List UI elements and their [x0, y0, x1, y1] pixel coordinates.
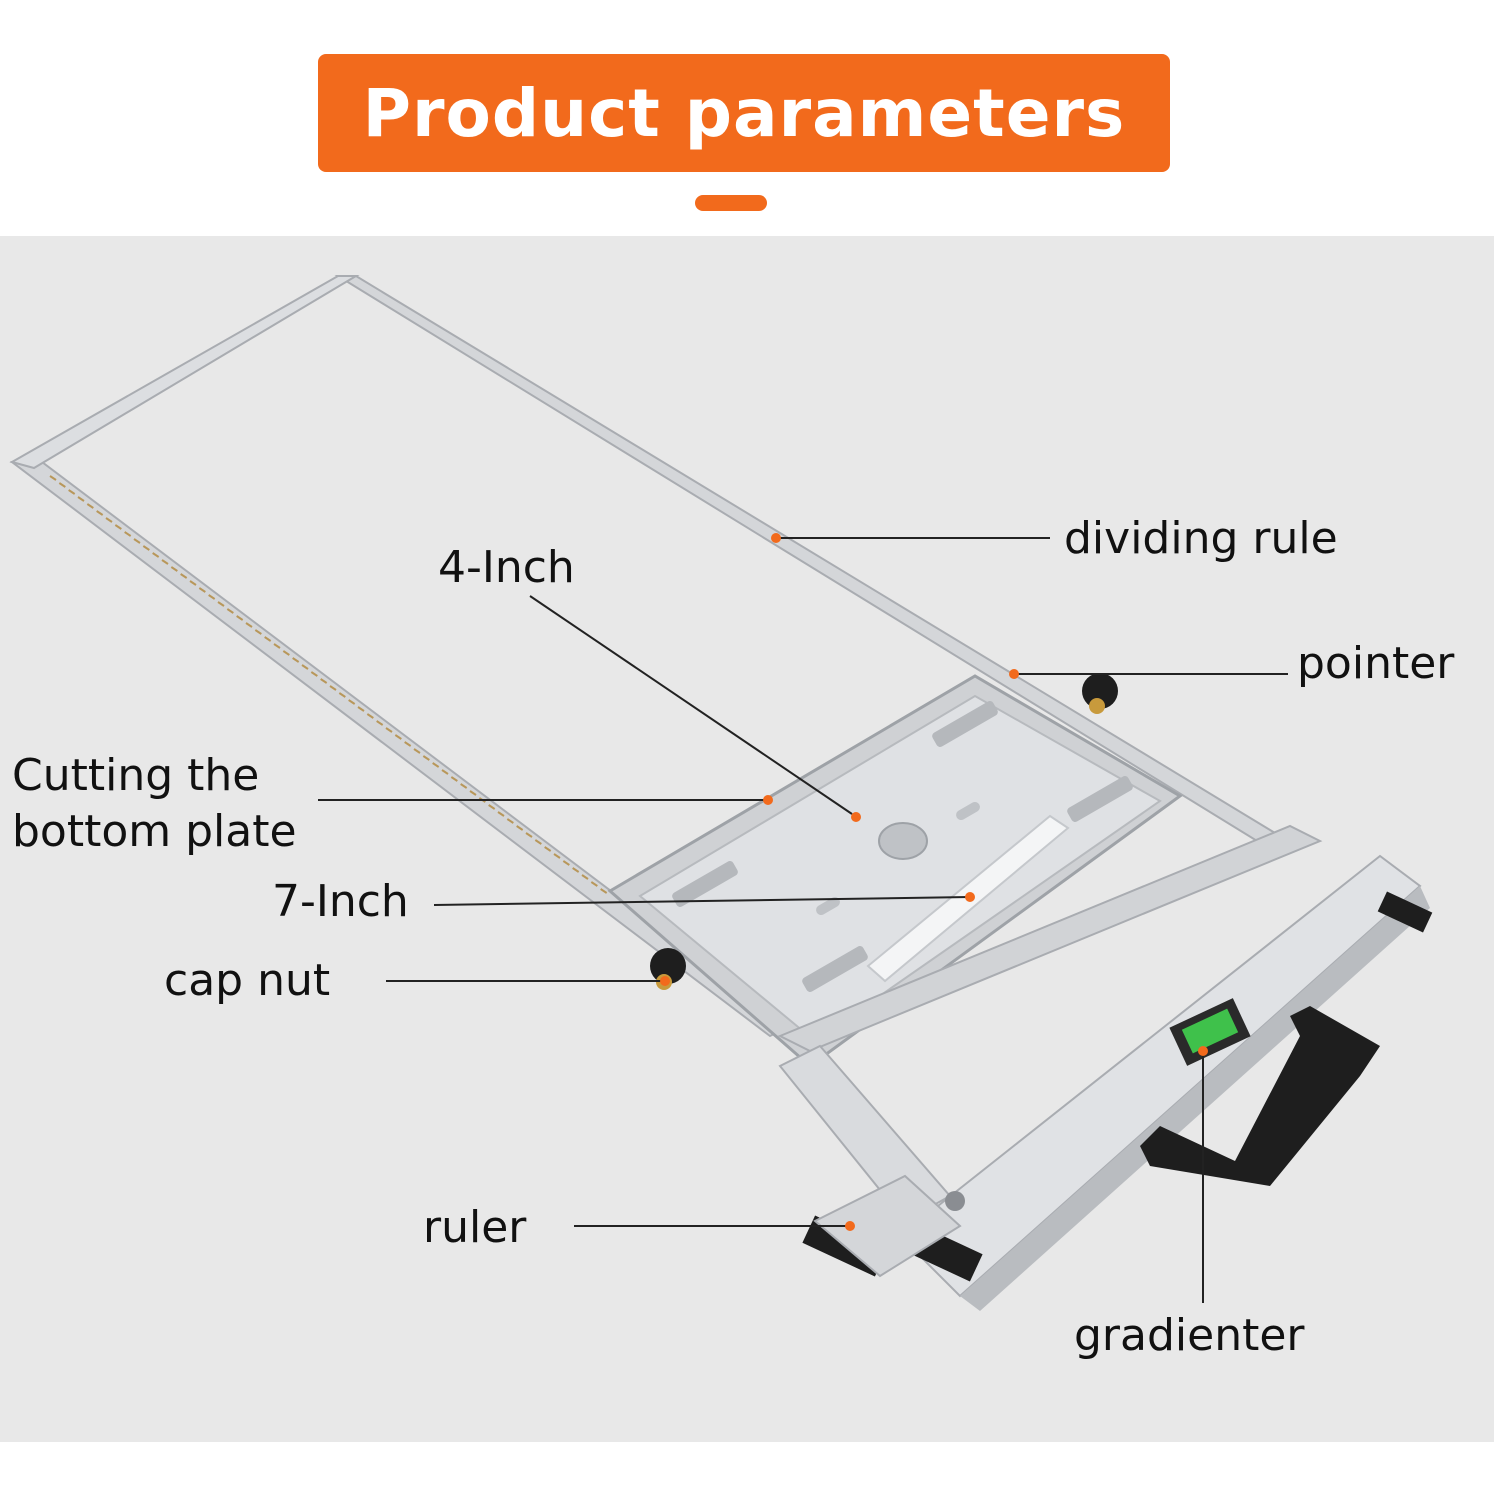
scale-tick: [320, 678, 328, 684]
dot-gradienter: [1198, 1046, 1208, 1056]
scale-tick: [282, 650, 290, 656]
scale-tick: [170, 566, 178, 572]
label-cap-nut: cap nut: [164, 955, 331, 1006]
title-underline-dash: [695, 195, 767, 211]
scale-tick: [562, 860, 570, 866]
scale-tick: [152, 552, 160, 558]
scale-tick: [96, 510, 104, 516]
scale-tick: [534, 839, 542, 845]
dividing-rule-frame: [9, 275, 1283, 1038]
ruler-bar: [778, 1044, 965, 1278]
scale-tick: [497, 811, 505, 817]
dot-seven-inch: [965, 892, 975, 902]
scale-tick: [77, 496, 85, 502]
scale-tick: [114, 524, 122, 530]
scale-tick: [600, 888, 608, 894]
product-diagram-stage: dividing rule 4-Inch pointer Cutting the…: [0, 236, 1494, 1442]
dot-four-inch: [851, 812, 861, 822]
circular-saw-guide-illustration: [9, 275, 1433, 1311]
scale-tick: [236, 615, 244, 621]
scale-tick: [226, 608, 234, 614]
scale-tick: [413, 748, 421, 754]
label-pointer: pointer: [1297, 638, 1455, 689]
label-seven-inch: 7-Inch: [272, 876, 409, 927]
scale-tick: [273, 643, 281, 649]
scale-tick: [86, 503, 94, 509]
scale-tick: [544, 846, 552, 852]
scale-tick: [460, 783, 468, 789]
scale-tick: [208, 594, 216, 600]
scale-tick: [516, 825, 524, 831]
dot-ruler: [845, 1221, 855, 1231]
scale-tick: [105, 517, 113, 523]
scale-tick: [58, 482, 66, 488]
leader-seven-inch: [433, 896, 971, 906]
scale-tick: [432, 762, 440, 768]
scale-tick: [469, 790, 477, 796]
carry-handle: [1140, 1006, 1380, 1186]
scale-tick: [394, 734, 402, 740]
dot-cap-nut: [660, 976, 670, 986]
gradienter-level: [1169, 998, 1251, 1066]
scale-tick: [441, 769, 449, 775]
label-dividing-rule: dividing rule: [1064, 513, 1338, 564]
scale-tick: [264, 636, 272, 642]
scale-tick: [189, 580, 197, 586]
scale-tick: [525, 832, 533, 838]
scale-tick: [404, 741, 412, 747]
scale-tick: [385, 727, 393, 733]
scale-tick: [161, 559, 169, 565]
scale-tick: [310, 671, 318, 677]
label-gradienter: gradienter: [1074, 1310, 1305, 1361]
leader-lines: [318, 537, 1288, 1303]
scale-tick: [49, 475, 57, 481]
scale-tick: [180, 573, 188, 579]
scale-tick: [590, 881, 598, 887]
scale-tick: [133, 538, 141, 544]
leader-four-inch: [529, 595, 853, 815]
left-rail-scale: [49, 475, 608, 894]
scale-tick: [245, 622, 253, 628]
label-four-inch: 4-Inch: [438, 542, 575, 593]
scale-tick: [488, 804, 496, 810]
scale-tick: [254, 629, 262, 635]
scale-tick: [376, 720, 384, 726]
scale-tick: [572, 867, 580, 873]
scale-tick: [142, 545, 150, 551]
scale-tick: [329, 685, 337, 691]
scale-tick: [357, 706, 365, 712]
scale-tick: [506, 818, 514, 824]
scale-tick: [366, 713, 374, 719]
scale-tick: [450, 776, 458, 782]
scale-tick: [124, 531, 132, 537]
front-crossbar: [777, 824, 1433, 1311]
scale-tick: [301, 664, 309, 670]
label-ruler: ruler: [423, 1202, 527, 1253]
label-cutting-plate: Cutting the bottom plate: [12, 750, 297, 857]
scale-tick: [348, 699, 356, 705]
scale-tick: [553, 853, 561, 859]
title-banner: Product parameters: [318, 54, 1170, 172]
dot-cutting-plate: [763, 795, 773, 805]
marker-dots: [660, 533, 1208, 1231]
scale-tick: [338, 692, 346, 698]
scale-tick: [581, 874, 589, 880]
scale-tick: [422, 755, 430, 761]
page-title: Product parameters: [362, 74, 1126, 152]
dot-pointer: [1009, 669, 1019, 679]
scale-tick: [292, 657, 300, 663]
dot-dividing-rule: [771, 533, 781, 543]
scale-tick: [217, 601, 225, 607]
scale-tick: [198, 587, 206, 593]
scale-tick: [68, 489, 76, 495]
